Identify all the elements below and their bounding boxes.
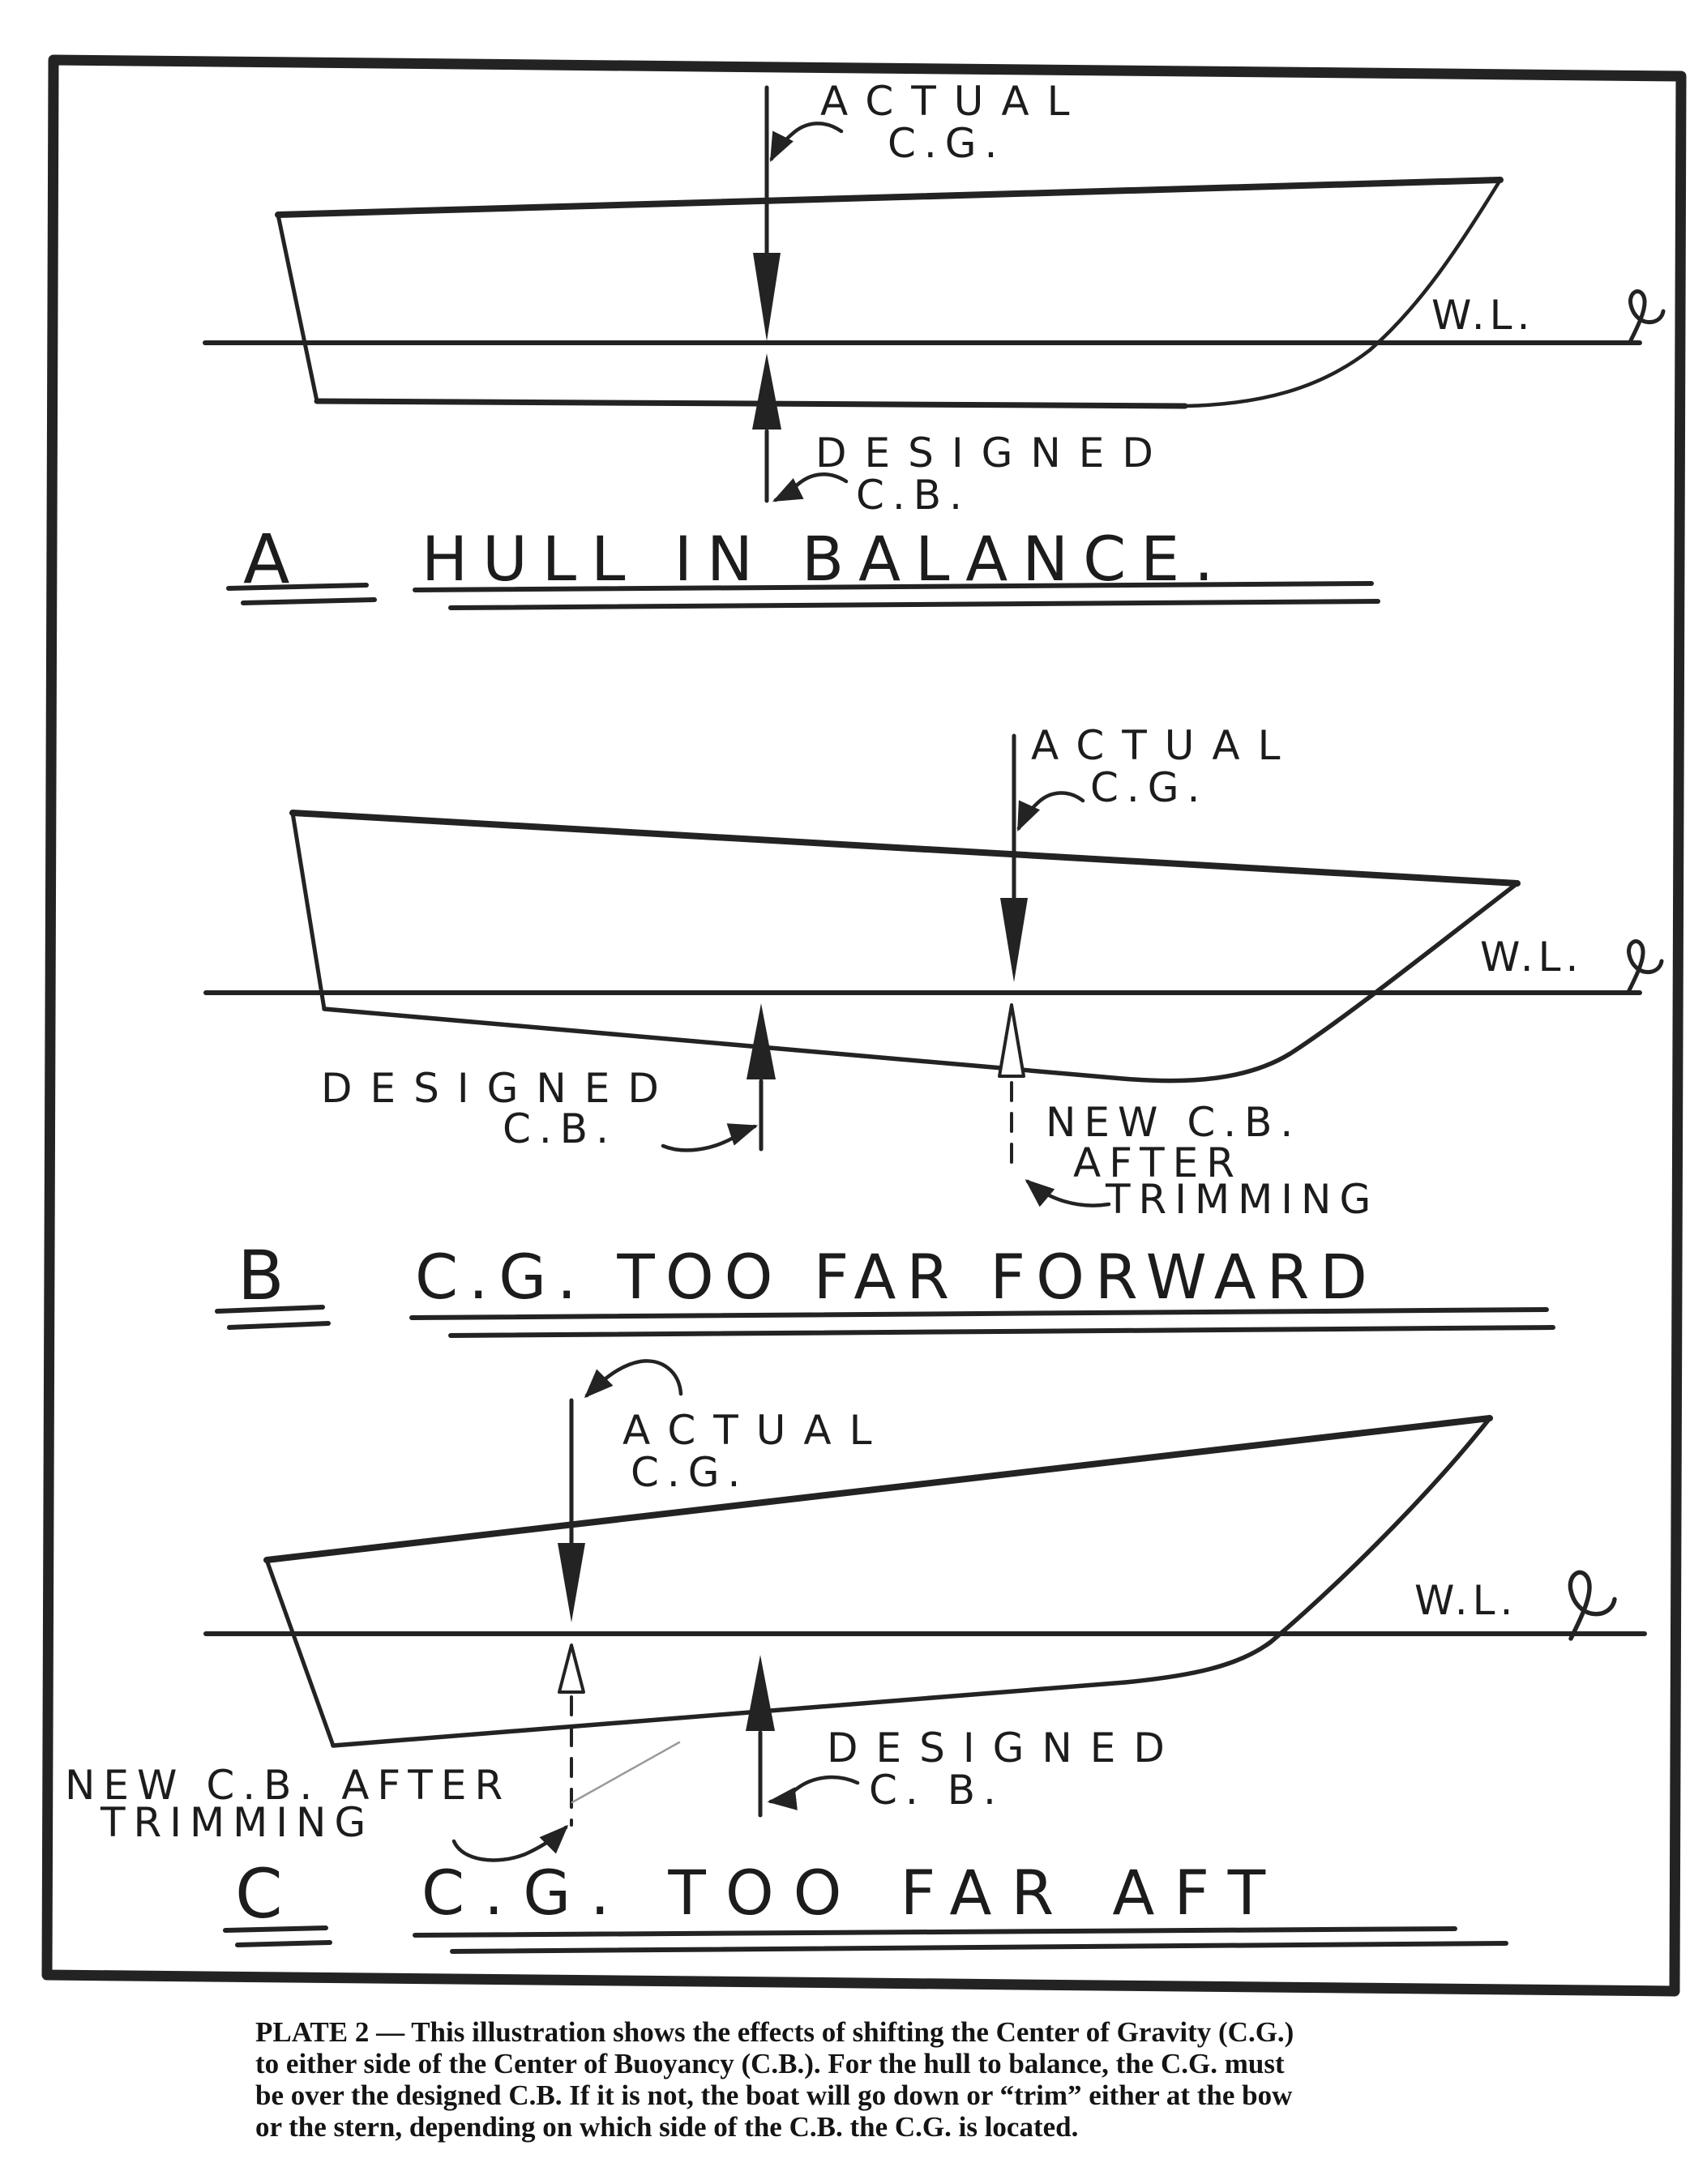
section-title-a: HULL IN BALANCE. xyxy=(421,523,1229,595)
section-letter-b: B xyxy=(237,1236,284,1315)
wl-flourish-b xyxy=(1629,942,1662,990)
designed-cb-label-b-line1: DESIGNED xyxy=(321,1065,677,1112)
designed-cb-arrow-c xyxy=(746,1655,860,1818)
caption-line-3: be over the designed C.B. If it is not, … xyxy=(255,2079,1293,2111)
designed-cb-label-c-line1: DESIGNED xyxy=(827,1725,1183,1772)
leader-arrow-actual-cg-a xyxy=(769,122,844,163)
hull-outline-c xyxy=(263,1415,1493,1748)
underline-title-c xyxy=(413,1926,1508,1954)
caption-line-1: PLATE 2 — This illustration shows the ef… xyxy=(255,2016,1294,2048)
pencil-mark-c xyxy=(571,1741,681,1804)
waterline-label-b: W.L. xyxy=(1480,934,1584,981)
designed-cb-arrow-a xyxy=(752,353,849,503)
section-letter-c: C xyxy=(235,1854,283,1934)
actual-cg-arrow-b xyxy=(1000,733,1085,982)
leader-arrow-new-cb-c xyxy=(451,1824,569,1862)
new-cb-label-c-line2: TRIMMING xyxy=(101,1799,374,1846)
new-cb-label-c-line1: NEW C.B. AFTER xyxy=(65,1762,511,1809)
actual-cg-label-b-line2: C.G. xyxy=(1090,764,1209,811)
waterline-label-c: W.L. xyxy=(1414,1577,1518,1624)
leader-arrow-designed-cb-a xyxy=(772,472,849,502)
hull-outline-a xyxy=(275,177,1504,409)
underline-letter-a xyxy=(226,583,377,605)
leader-arrow-new-cb-b xyxy=(1025,1179,1111,1207)
section-letter-a: A xyxy=(243,519,290,599)
designed-cb-arrow-b xyxy=(661,1003,776,1152)
plate-caption: PLATE 2 — This illustration shows the ef… xyxy=(255,2016,1536,2143)
actual-cg-label-a-line2: C.G. xyxy=(888,120,1006,167)
actual-cg-label-c-line1: ACTUAL xyxy=(622,1407,890,1454)
panel-c-linework xyxy=(203,1359,1647,1954)
panel-a-linework xyxy=(203,85,1663,610)
caption-line-2: to either side of the Center of Buoyancy… xyxy=(255,2048,1285,2079)
panel-b-linework xyxy=(203,733,1662,1338)
wl-flourish-c xyxy=(1570,1572,1615,1639)
designed-cb-label-a-line2: C.B. xyxy=(856,472,971,519)
new-cb-arrow-b xyxy=(998,1003,1111,1207)
actual-cg-arrow-a xyxy=(753,85,844,341)
leader-arrow-actual-cg-c xyxy=(584,1359,683,1399)
new-cb-label-b-line1: NEW C.B. xyxy=(1046,1099,1302,1146)
leader-arrow-actual-cg-b xyxy=(1016,791,1085,832)
underline-letter-b xyxy=(215,1305,331,1330)
waterline-label-a: W.L. xyxy=(1431,292,1535,339)
underline-title-a xyxy=(413,581,1380,610)
new-cb-label-b-line3: TRIMMING xyxy=(1106,1176,1380,1223)
designed-cb-label-b-line2: C.B. xyxy=(503,1105,618,1152)
plate-border xyxy=(41,54,1687,1997)
hull-outline-b xyxy=(289,810,1521,1083)
designed-cb-label-a-line1: DESIGNED xyxy=(815,430,1171,477)
actual-cg-label-b-line1: ACTUAL xyxy=(1031,722,1298,769)
leader-arrow-designed-cb-c xyxy=(767,1775,860,1810)
new-cb-label-b-line2: AFTER xyxy=(1073,1139,1243,1186)
actual-cg-arrow-c xyxy=(558,1359,683,1622)
actual-cg-label-c-line2: C.G. xyxy=(631,1449,749,1496)
underline-letter-c xyxy=(223,1925,332,1947)
leader-arrow-designed-cb-b xyxy=(661,1123,759,1152)
actual-cg-label-a-line1: ACTUAL xyxy=(820,78,1088,125)
underline-title-b xyxy=(409,1307,1555,1338)
section-title-c: C.G. TOO FAR AFT xyxy=(421,1857,1286,1929)
section-title-b: C.G. TOO FAR FORWARD xyxy=(415,1241,1378,1313)
designed-cb-label-c-line2: C. B. xyxy=(869,1767,1004,1814)
caption-line-4: or the stern, depending on which side of… xyxy=(255,2111,1079,2143)
new-cb-arrow-c xyxy=(451,1643,681,1862)
wl-flourish-a xyxy=(1631,292,1663,340)
